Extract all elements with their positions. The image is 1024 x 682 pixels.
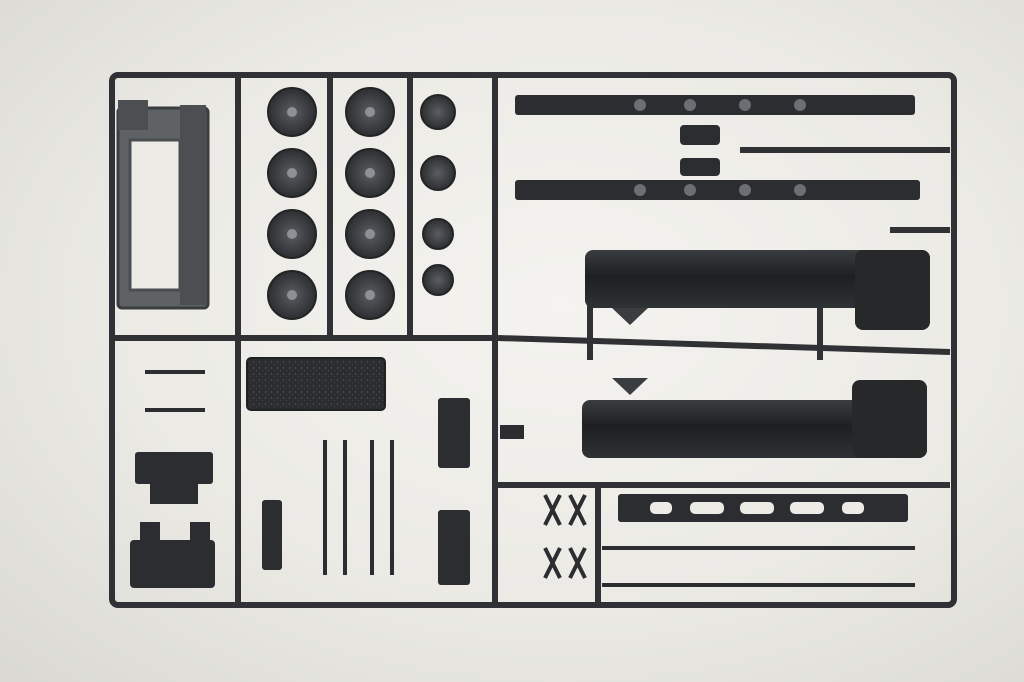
cross-brace-parts: [543, 494, 587, 579]
frame-rails: [515, 95, 920, 200]
tender-frame-part: [116, 100, 210, 310]
tender-coal-plate: [246, 357, 386, 411]
sprue-frame: [109, 72, 957, 608]
running-board-part: [618, 494, 908, 522]
pony-wheels: [420, 94, 456, 296]
boiler-halves: [582, 250, 930, 458]
driving-wheels: [267, 87, 395, 320]
misc-small-parts: [130, 398, 524, 588]
rods-and-linkage: [145, 370, 915, 587]
